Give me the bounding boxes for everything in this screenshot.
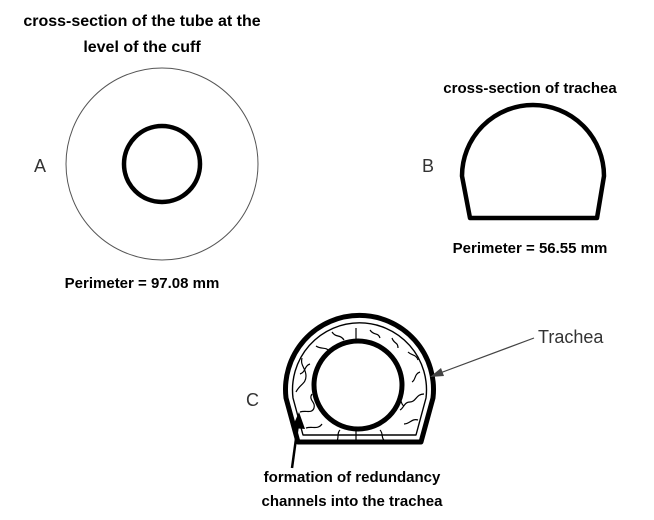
trachea-pointer-arrowhead bbox=[430, 368, 444, 377]
panel-b-letter: B bbox=[422, 156, 434, 176]
trachea-shape bbox=[459, 102, 607, 221]
tube-inner-circle bbox=[121, 123, 203, 205]
panel-c: C Trachea bbox=[246, 312, 604, 510]
panel-a-title-line1: cross-section of the tube at the bbox=[23, 13, 260, 30]
tube-circle-c bbox=[311, 338, 405, 432]
panel-b-perimeter: Perimeter = 56.55 mm bbox=[453, 240, 608, 257]
trachea-pointer-line bbox=[431, 337, 535, 377]
panel-a-letter: A bbox=[34, 156, 46, 176]
panel-a-perimeter: Perimeter = 97.08 mm bbox=[65, 275, 220, 292]
trachea-label: Trachea bbox=[538, 327, 604, 347]
caption-line1: formation of redundancy bbox=[264, 469, 441, 486]
channel-pointer-arrowhead bbox=[292, 412, 305, 429]
channel-pointer-line bbox=[290, 423, 300, 469]
panel-c-letter: C bbox=[246, 390, 259, 410]
cuff-outer-circle bbox=[65, 67, 259, 261]
panel-a-title-line2: level of the cuff bbox=[83, 39, 201, 56]
panel-b-title: cross-section of trachea bbox=[443, 80, 617, 97]
caption-line2: channels into the trachea bbox=[262, 493, 444, 510]
trachea-inner-outline-c bbox=[291, 322, 428, 436]
panel-a: cross-section of the tube at the level o… bbox=[23, 13, 260, 292]
trachea-outline-c bbox=[283, 312, 436, 445]
panel-b: cross-section of trachea B Perimeter = 5… bbox=[422, 80, 617, 257]
